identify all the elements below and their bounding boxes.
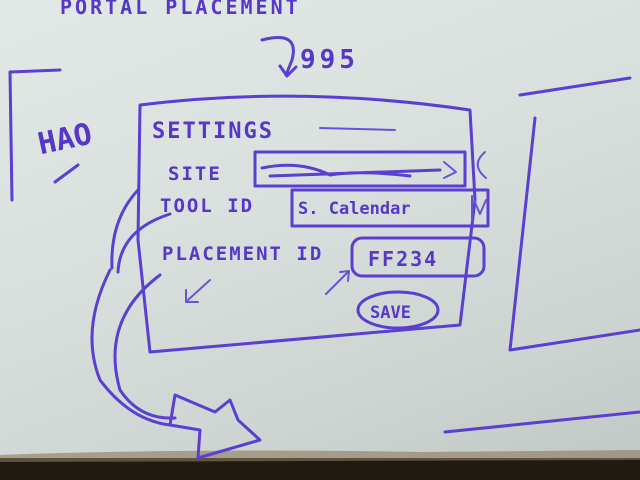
tool-id-chevron-icon[interactable] bbox=[471, 195, 487, 221]
connector-curve-2 bbox=[90, 268, 172, 427]
dialog-panel bbox=[136, 94, 477, 354]
placement-id-value: FF234 bbox=[368, 247, 438, 271]
connector-loop bbox=[110, 188, 172, 274]
sketch-number: 995 bbox=[300, 45, 359, 75]
right-screen-outline bbox=[508, 76, 640, 352]
down-left-arrow-icon bbox=[185, 279, 211, 303]
bottom-right-line bbox=[443, 410, 640, 434]
site-dropdown[interactable] bbox=[253, 150, 467, 188]
side-label: HAO bbox=[35, 117, 95, 163]
connector-curve-1 bbox=[113, 273, 177, 420]
left-bracket bbox=[8, 68, 62, 202]
tool-id-dropdown[interactable] bbox=[290, 188, 490, 228]
sketch-heading: PORTAL PLACEMENT bbox=[60, 0, 301, 19]
site-arc bbox=[476, 151, 487, 179]
whiteboard-frame bbox=[0, 458, 640, 480]
placement-pointer-arrow bbox=[325, 270, 350, 295]
save-label: SAVE bbox=[370, 303, 411, 323]
site-chevron-icon[interactable] bbox=[443, 161, 457, 179]
panel-title: SETTINGS bbox=[152, 119, 274, 144]
side-dash bbox=[53, 163, 80, 184]
curved-arrow bbox=[260, 36, 298, 78]
save-button[interactable] bbox=[356, 290, 440, 330]
frame-tray bbox=[0, 450, 640, 462]
title-dash bbox=[319, 127, 396, 131]
bottom-shape bbox=[168, 393, 262, 460]
placement-id-input[interactable] bbox=[350, 236, 486, 278]
tool-id-value: S. Calendar bbox=[298, 199, 411, 219]
site-label: SITE bbox=[168, 163, 222, 185]
tool-id-label: TOOL ID bbox=[160, 195, 254, 217]
site-scribble bbox=[260, 163, 442, 178]
placement-id-label: PLACEMENT ID bbox=[162, 243, 323, 265]
